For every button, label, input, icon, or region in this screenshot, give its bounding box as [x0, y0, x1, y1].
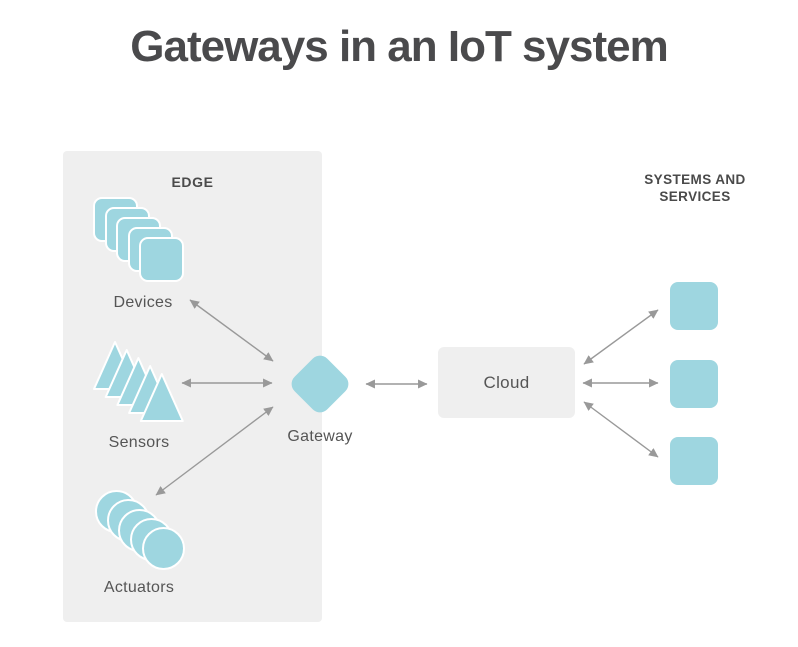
devices-label: Devices: [113, 294, 173, 311]
systems-heading-line1: SYSTEMS AND: [644, 172, 746, 187]
system-service-shape: [670, 437, 718, 485]
cloud-node: Cloud: [438, 347, 575, 418]
edge-panel-label: EDGE: [171, 174, 214, 190]
sensors-label: Sensors: [108, 434, 170, 451]
sensor-shape: [139, 373, 184, 422]
system-service-shape: [670, 359, 718, 408]
sensors-stack: [93, 341, 184, 422]
actuators-label: Actuators: [103, 579, 175, 596]
arrow-cloud-system-1: [583, 309, 659, 365]
device-shape: [139, 237, 184, 282]
gateway-label: Gateway: [287, 428, 353, 445]
cloud-label: Cloud: [483, 372, 530, 392]
systems-heading-line2: SERVICES: [659, 189, 731, 204]
systems-stack: [670, 282, 718, 485]
actuator-shape: [141, 527, 185, 571]
page-title: Gateways in an IoT system: [130, 22, 668, 71]
systems-services-heading: SYSTEMS AND SERVICES: [620, 171, 770, 205]
arrow-cloud-system-3: [583, 401, 659, 458]
system-service-shape: [670, 282, 718, 330]
